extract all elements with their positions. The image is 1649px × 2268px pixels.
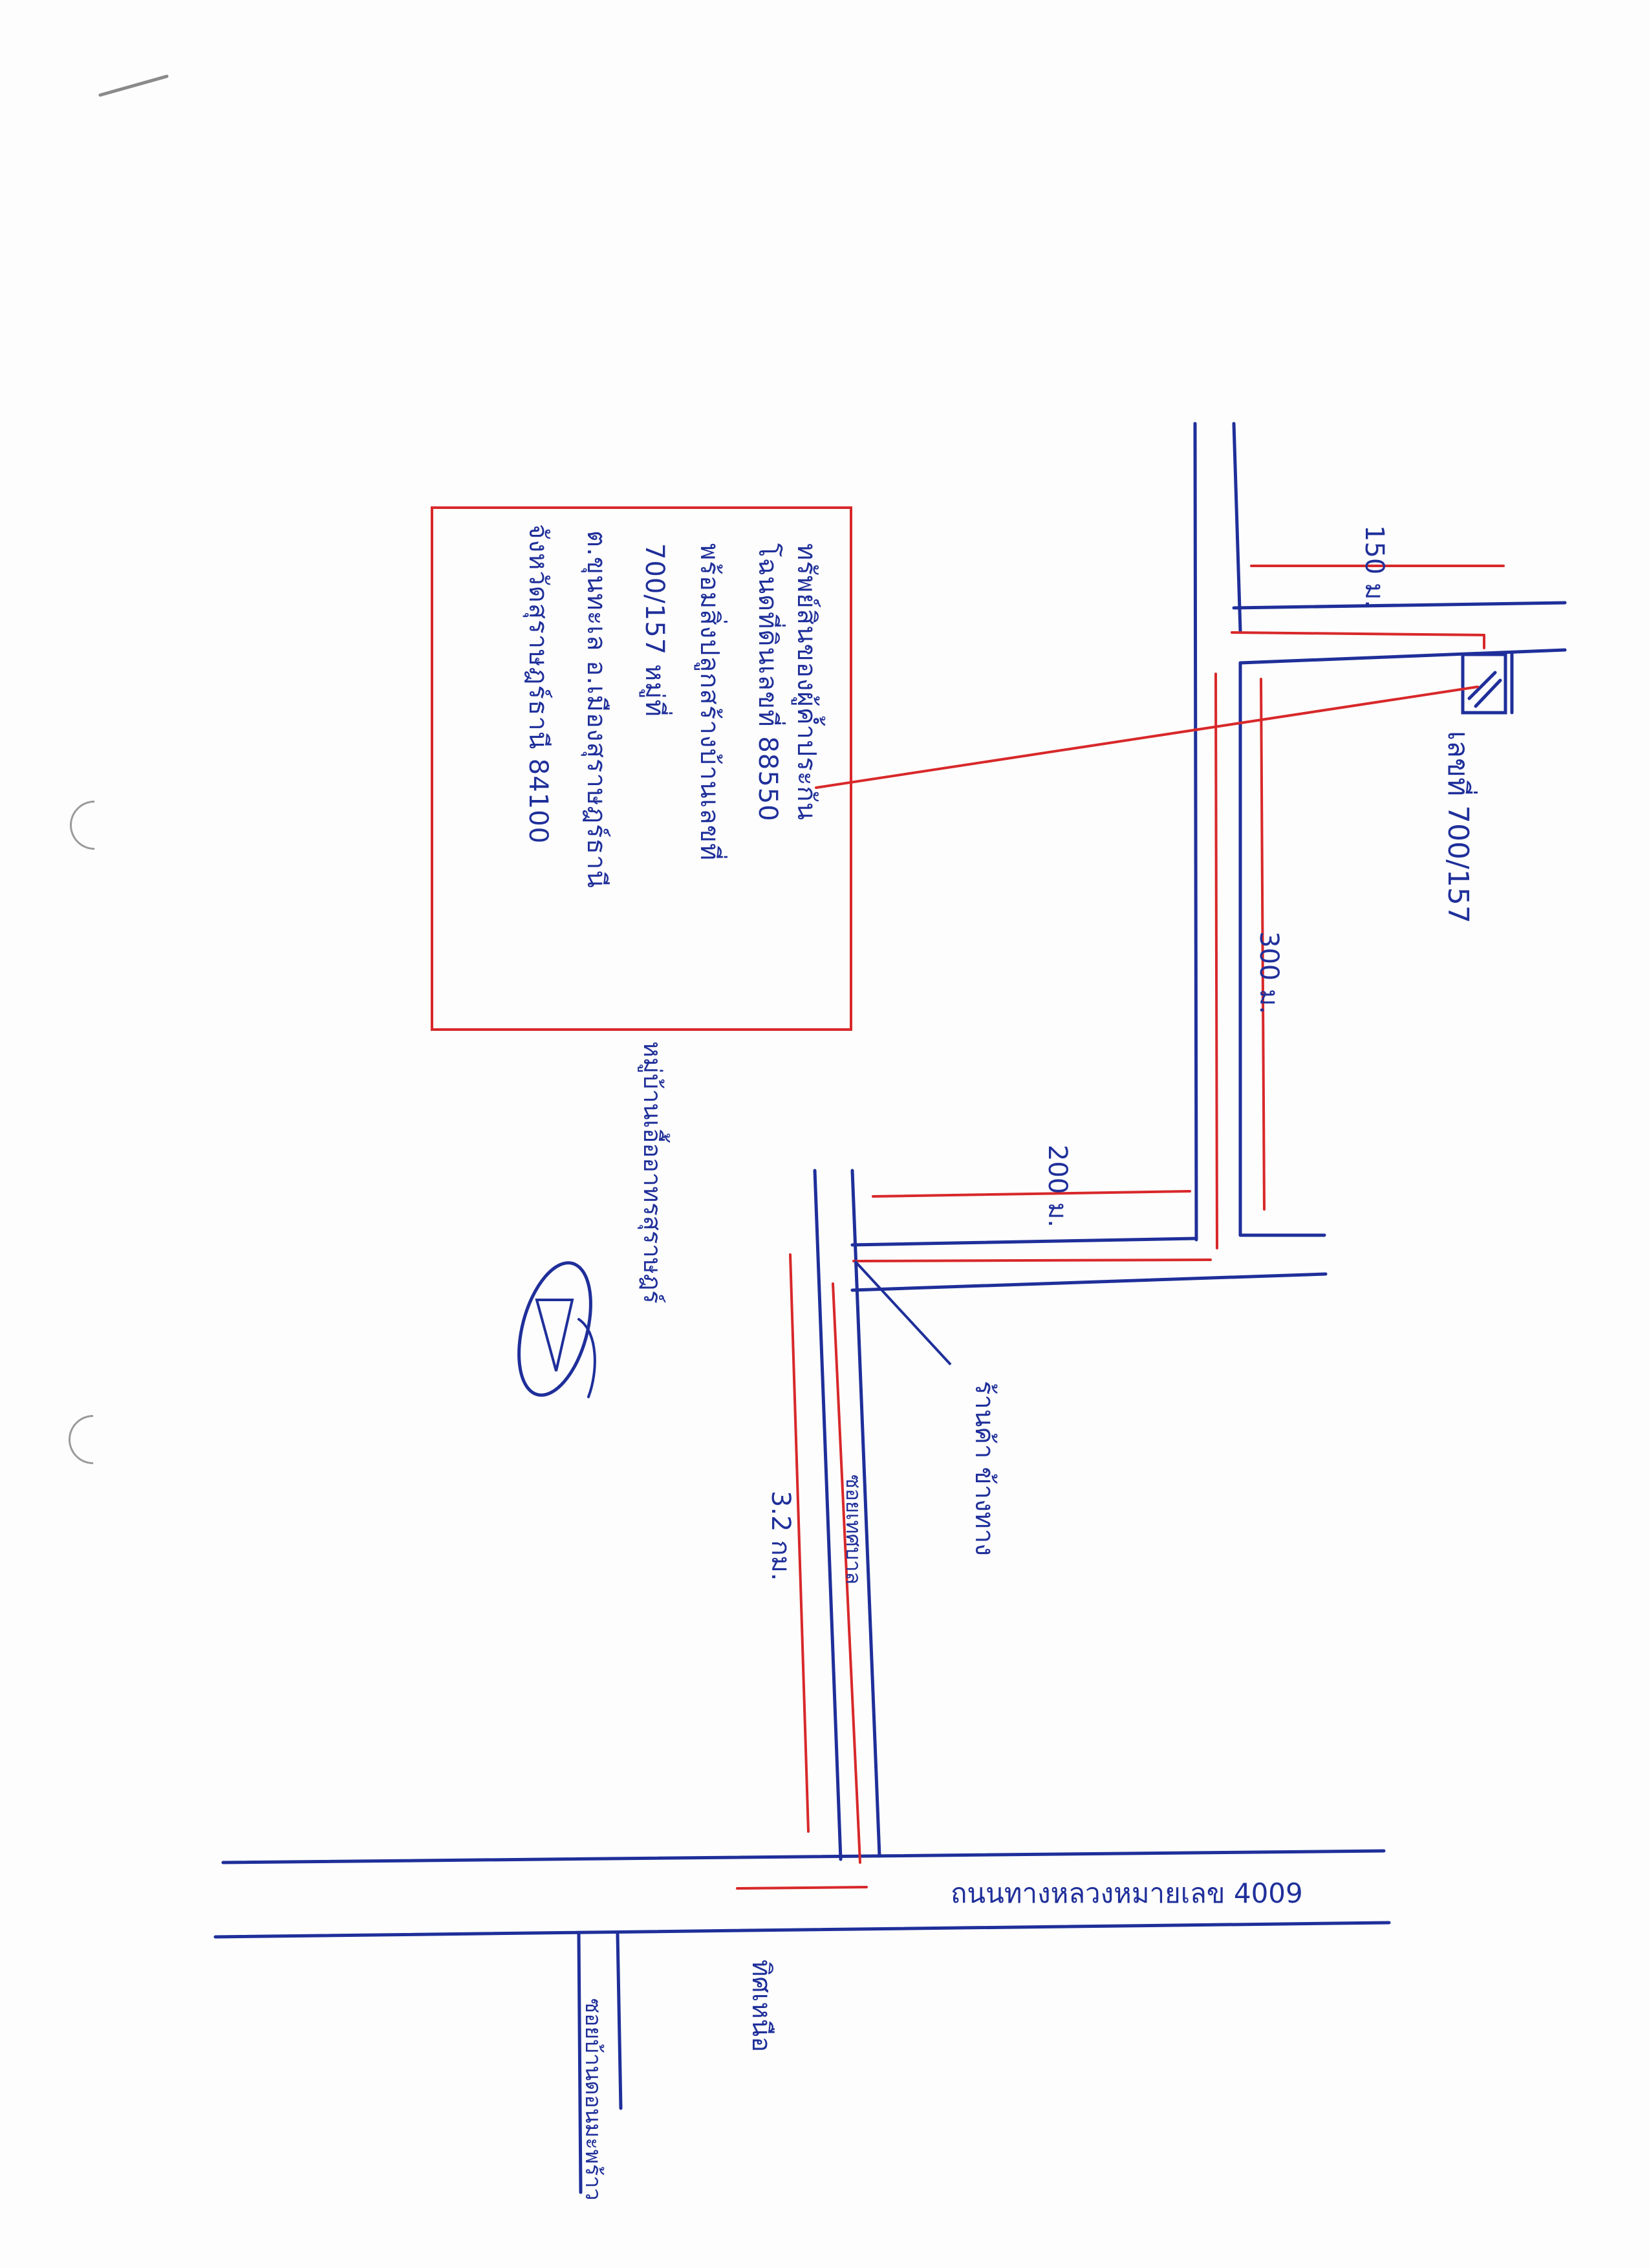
note-line-3: พร้อมสิ่งปลูกสร้างบ้านเลขที่ [695, 543, 724, 861]
route-highway [736, 1886, 868, 1890]
village-label: หมู่บ้านเอื้ออาทรสุราษฎร์ [638, 1041, 667, 1304]
route-soi-right [832, 1282, 861, 1864]
soi-label: ซอยเทศบาล [841, 1474, 866, 1584]
route-branch [1231, 631, 1485, 636]
distance-3-2-label: 3.2 กม. [766, 1491, 795, 1581]
route [431, 506, 1505, 1890]
note-line-2: โฉนดที่ดินเลขที่ 88550 [753, 543, 782, 822]
route-upper-left [1214, 673, 1218, 1249]
highway-top-edge [221, 1849, 1386, 1864]
route-soi-left [789, 1253, 810, 1833]
side-road-right-edge [616, 1932, 623, 2110]
north-arrow-icon [517, 1261, 592, 1397]
roads [213, 422, 1567, 2194]
distance-150-label: 150 ม. [1359, 525, 1389, 609]
route-connector-inner [852, 1258, 1212, 1262]
note-line-4: 700/157 หมู่ที่ [640, 543, 669, 717]
branch-bottom-edge [1238, 648, 1567, 665]
side-road-label: ซอยบ้านดอนมะพร้าว [580, 1998, 606, 2201]
branch-top-edge [1232, 601, 1567, 610]
stall-label: ร้านค้า ข้างทาง [969, 1381, 999, 1556]
route-connector [872, 1190, 1191, 1198]
north-label: ทิศเหนือ [746, 1960, 776, 2053]
leader-line [815, 686, 1479, 789]
pen-mark [98, 74, 169, 97]
connector-top-edge [850, 1237, 1198, 1247]
note-box-frame [431, 506, 852, 1031]
highway-bottom-edge [213, 1921, 1391, 1939]
connector-bottom-edge [850, 1272, 1328, 1292]
stall-leader [854, 1260, 952, 1366]
side-road-left-edge [577, 1932, 583, 2194]
note-line-5: ต.ขุนทะเล อ.เมืองสุราษฎร์ธานี [581, 530, 611, 889]
route-upper-right [1260, 678, 1266, 1211]
note-line-6: จังหวัดสุราษฎร์ธานี 84100 [523, 524, 553, 845]
note-line-1: ทรัพย์สินของผู้ค้ำประกัน [792, 543, 821, 821]
upper-road-left-edge [1193, 422, 1198, 1242]
soi-right-edge [850, 1169, 881, 1858]
soi-left-edge [813, 1169, 843, 1861]
upper-road-right-edge [1232, 422, 1242, 632]
distance-300-label: 300 ม. [1254, 931, 1284, 1015]
highway-label: ถนนทางหลวงหมายเลข 4009 [951, 1877, 1303, 1909]
house-number-label: เลขที่ 700/157 [1441, 731, 1474, 923]
distance-200-label: 200 ม. [1042, 1145, 1072, 1228]
